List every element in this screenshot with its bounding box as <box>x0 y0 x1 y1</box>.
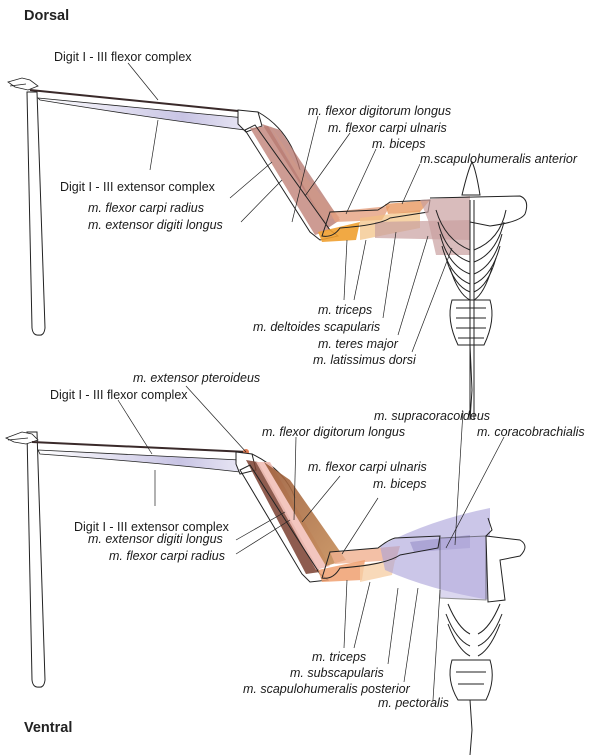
label-extensor-digiti-longus: m. extensor digiti longus <box>88 218 223 232</box>
label-scapulohumeralis-posterior: m. scapulohumeralis posterior <box>243 682 410 696</box>
label-coracobrachialis: m. coracobrachialis <box>477 425 585 439</box>
label-subscapularis: m. subscapularis <box>290 666 384 680</box>
label-teres-major: m. teres major <box>318 337 398 351</box>
digit-flexor-tendon <box>29 89 249 113</box>
label-digit-flexor-complex: Digit I - III flexor complex <box>54 50 192 64</box>
label-flexor-digitorum-longus: m. flexor digitorum longus <box>262 425 406 439</box>
label-flexor-digitorum-longus: m. flexor digitorum longus <box>308 104 452 118</box>
label-triceps: m. triceps <box>312 650 367 664</box>
label-digit-flexor-complex: Digit I - III flexor complex <box>50 388 188 402</box>
dorsal-panel <box>7 77 528 421</box>
digit-extensor-complex <box>36 97 246 131</box>
label-triceps: m. triceps <box>318 303 373 317</box>
leader-lines <box>117 62 505 701</box>
wing-finger-bone <box>26 91 46 336</box>
muscle-flexor-carpi-radius <box>250 126 330 235</box>
muscle-latissimus-dorsi <box>420 196 470 255</box>
ventral-view-title: Ventral <box>24 720 73 736</box>
label-pectoralis: m. pectoralis <box>378 696 449 710</box>
tail <box>469 344 473 421</box>
claws-icon <box>7 77 39 91</box>
muscle-flexor-carpi-radius <box>256 462 330 570</box>
label-deltoides-scapularis: m. deltoides scapularis <box>253 320 381 334</box>
label-scapulohumeralis-anterior: m.scapulohumeralis anterior <box>420 152 578 166</box>
label-biceps: m. biceps <box>373 477 427 491</box>
dorsal-view-title: Dorsal <box>24 8 70 24</box>
humerus-bone <box>321 535 441 579</box>
ventral-panel <box>5 431 526 755</box>
label-flexor-carpi-radius: m. flexor carpi radius <box>109 549 226 563</box>
label-digit-extensor-complex: Digit I - III extensor complex <box>74 520 229 534</box>
label-flexor-carpi-radius: m. flexor carpi radius <box>88 201 205 215</box>
label-supracoracoideus: m. supracoracoideus <box>374 409 491 423</box>
dorsal-torso-skeleton <box>429 160 528 420</box>
label-flexor-carpi-ulnaris: m. flexor carpi ulnaris <box>308 460 427 474</box>
tail <box>469 699 473 755</box>
wing-finger-bone <box>26 431 46 688</box>
label-extensor-pteroideus: m. extensor pteroideus <box>133 371 261 385</box>
label-flexor-carpi-ulnaris: m. flexor carpi ulnaris <box>328 121 447 135</box>
muscle-triceps <box>318 560 365 582</box>
muscle-flexor-digitorum-longus <box>264 462 346 566</box>
digit-flexor-tendon <box>31 441 249 453</box>
label-biceps: m. biceps <box>372 137 426 151</box>
muscle-flexor-digitorum-longus <box>270 125 340 220</box>
label-extensor-digiti-longus: m. extensor digiti longus <box>88 532 223 546</box>
label-digit-extensor-complex: Digit I - III extensor complex <box>60 180 215 194</box>
ventral-torso-skeleton <box>439 517 526 701</box>
muscle-scapulohumeralis-anterior <box>385 200 430 214</box>
claws-icon <box>5 431 39 445</box>
label-latissimus-dorsi: m. latissimus dorsi <box>313 353 416 367</box>
humerus-bone <box>321 199 431 237</box>
digit-extensor-complex <box>37 449 241 473</box>
